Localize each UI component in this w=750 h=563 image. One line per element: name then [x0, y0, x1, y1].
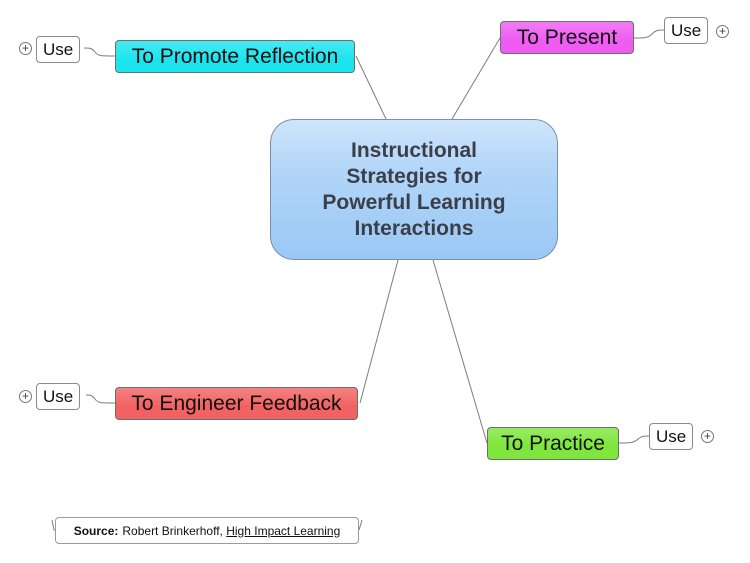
expand-reflection-icon[interactable]: +	[19, 42, 32, 55]
source-label: Source:	[73, 523, 119, 538]
subtopic-label: Use	[43, 39, 74, 59]
expand-practice-icon[interactable]: +	[701, 430, 714, 443]
topic-present[interactable]: To Present	[500, 21, 634, 54]
topic-practice[interactable]: To Practice	[487, 427, 619, 460]
topic-label: To Present	[516, 25, 618, 49]
topic-label: To Engineer Feedback	[131, 391, 342, 415]
central-topic[interactable]: Instructional Strategies for Powerful Le…	[270, 119, 558, 260]
topic-label: To Promote Reflection	[131, 44, 339, 68]
source-book-link[interactable]: High Impact Learning	[226, 523, 341, 538]
subtopic-label: Use	[656, 426, 687, 446]
topic-label: To Practice	[501, 431, 605, 455]
central-topic-title: Instructional Strategies for Powerful Le…	[322, 138, 506, 240]
subtopic-label: Use	[671, 20, 702, 40]
source-note: Source: Robert Brinkerhoff, High Impact …	[55, 517, 359, 544]
subtopic-use-feedback[interactable]: Use	[36, 383, 81, 410]
subtopic-use-present[interactable]: Use	[664, 17, 709, 44]
topic-promote-reflection[interactable]: To Promote Reflection	[115, 40, 355, 73]
subtopic-label: Use	[43, 386, 74, 406]
source-author: Robert Brinkerhoff,	[122, 523, 223, 538]
topic-engineer-feedback[interactable]: To Engineer Feedback	[115, 387, 358, 420]
expand-present-icon[interactable]: +	[716, 25, 729, 38]
expand-feedback-icon[interactable]: +	[19, 390, 32, 403]
subtopic-use-reflection[interactable]: Use	[36, 36, 81, 63]
subtopic-use-practice[interactable]: Use	[649, 423, 694, 450]
